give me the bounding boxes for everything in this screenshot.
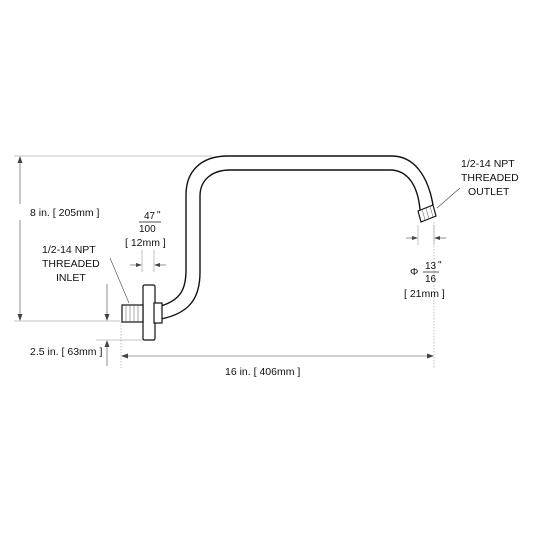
flange-collar xyxy=(153,302,163,324)
inlet-depth-dimension: 47 " 100 [ 12mm ] xyxy=(125,210,166,267)
inlet-callout-line1: 1/2-14 NPT xyxy=(42,244,96,256)
height-dimension: 8 in. [ 205mm ] xyxy=(8,156,108,321)
outlet-callout: 1/2-14 NPT THREADED OUTLET xyxy=(436,158,519,209)
inlet-callout-line3: INLET xyxy=(56,272,86,284)
length-dimension-label: 16 in. [ 406mm ] xyxy=(225,366,300,378)
outlet-diameter-dimension: Φ 13 " 16 [ 21mm ] xyxy=(404,236,446,300)
inlet-depth-denominator: 100 xyxy=(139,224,156,235)
outlet-callout-line1: 1/2-14 NPT xyxy=(461,158,515,170)
outlet-diameter-unit: " xyxy=(438,260,442,271)
inlet-thread-hatching xyxy=(125,305,139,322)
arm-inner-contour xyxy=(160,169,421,320)
outlet-diameter-mm: [ 21mm ] xyxy=(404,288,445,300)
outlet-diameter-symbol: Φ xyxy=(410,266,418,278)
inlet-depth-unit: " xyxy=(157,210,161,221)
drop-dimension: 2.5 in. [ 63mm ] xyxy=(30,284,110,366)
outlet-thread xyxy=(417,204,437,223)
inlet-callout-line2: THREADED xyxy=(42,258,100,270)
inlet-depth-numerator: 47 xyxy=(144,211,156,222)
outlet-callout-line2: THREADED xyxy=(461,172,519,184)
escutcheon-flange xyxy=(142,284,156,341)
outlet-diameter-denominator: 16 xyxy=(425,274,437,285)
inlet-depth-mm: [ 12mm ] xyxy=(125,237,166,249)
extension-lines xyxy=(14,155,435,368)
inlet-thread xyxy=(121,304,144,323)
outlet-diameter-numerator: 13 xyxy=(425,261,437,272)
outlet-thread-hatching xyxy=(421,205,434,221)
length-dimension: 16 in. [ 406mm ] xyxy=(121,353,434,378)
arm-outer-contour xyxy=(160,155,434,307)
height-dimension-label: 8 in. [ 205mm ] xyxy=(30,207,100,219)
inlet-callout: 1/2-14 NPT THREADED INLET xyxy=(42,244,130,304)
drop-dimension-label: 2.5 in. [ 63mm ] xyxy=(30,346,102,358)
outlet-callout-line3: OUTLET xyxy=(468,186,510,198)
shower-arm xyxy=(121,155,437,341)
